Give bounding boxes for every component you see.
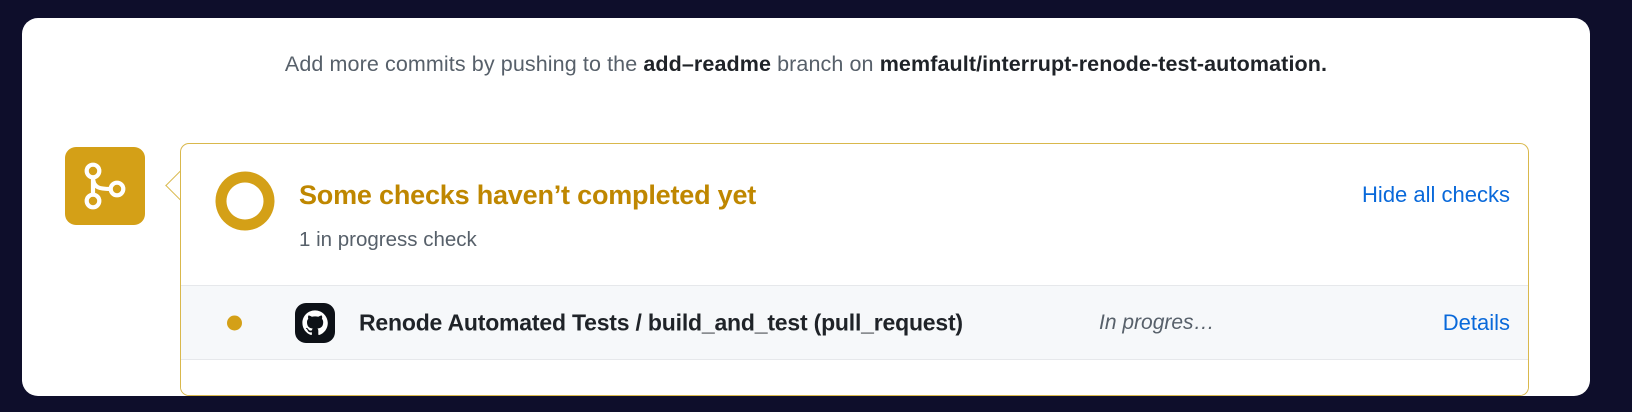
branch-name: add–readme: [643, 52, 772, 76]
commit-hint-lead: Add more commits by pushing to the: [284, 52, 644, 76]
check-name: Renode Automated Tests / build_and_test …: [359, 309, 963, 335]
pull-request-card: Add more commits by pushing to the add–r…: [22, 18, 1590, 396]
hide-all-checks-link[interactable]: Hide all checks: [1362, 182, 1510, 207]
git-branch-merge-badge: [65, 147, 145, 225]
commit-hint-text: Add more commits by pushing to the add–r…: [22, 52, 1590, 77]
check-details-link[interactable]: Details: [1442, 309, 1510, 335]
checks-panel-header: Some checks haven’t completed yet 1 in p…: [181, 144, 1528, 286]
commit-hint-period: .: [1320, 52, 1328, 76]
check-row[interactable]: Renode Automated Tests / build_and_test …: [181, 286, 1528, 360]
checks-panel-tail: [181, 360, 1528, 395]
repository-name: memfault/interrupt-renode-test-automatio…: [879, 52, 1321, 76]
checks-title: Some checks haven’t completed yet: [299, 180, 757, 210]
git-branch-merge-icon: [82, 162, 128, 210]
checks-subtitle: 1 in progress check: [299, 228, 477, 251]
checks-panel: Some checks haven’t completed yet 1 in p…: [180, 143, 1529, 396]
in-progress-dot-icon: [227, 315, 242, 330]
github-octocat-icon: [295, 302, 335, 343]
commit-hint-middle: branch on: [771, 52, 880, 76]
in-progress-spinner-icon: [215, 171, 275, 231]
check-state: In progres…: [1099, 310, 1215, 334]
